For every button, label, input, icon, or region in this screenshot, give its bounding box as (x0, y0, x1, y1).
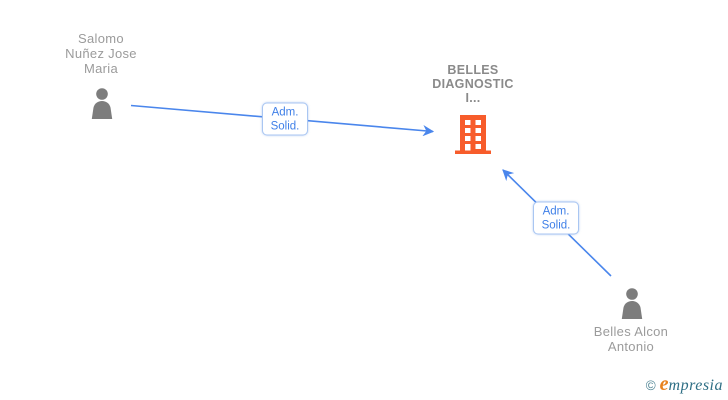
node-person-salomo[interactable]: Salomo Nuñez Jose Maria (65, 31, 173, 76)
edge-label-line: Solid. (270, 120, 300, 133)
copyright-icon: © (645, 378, 656, 393)
person-icon[interactable] (618, 288, 646, 319)
person-icon[interactable] (88, 88, 116, 119)
brand-wordmark: empresia (660, 373, 723, 396)
person2-name: Belles Alcon Antonio (593, 324, 669, 354)
edge-label-line: Adm. (271, 106, 299, 119)
empresia-logo[interactable]: © empresia (646, 373, 723, 396)
node-person-belles-alcon[interactable]: Belles Alcon Antonio (594, 324, 705, 354)
edge-label-adm-solid-2[interactable]: Adm. Solid. (533, 201, 579, 235)
building-icon[interactable] (455, 115, 491, 154)
edge-label-line: Solid. (541, 219, 571, 232)
brand-rest: mpresia (668, 377, 723, 394)
edge-label-adm-solid-1[interactable]: Adm. Solid. (262, 102, 308, 136)
edge-label-line: Adm. (542, 205, 570, 218)
person1-name: Salomo Nuñez Jose Maria (65, 31, 137, 76)
brand-initial: e (659, 373, 669, 395)
node-company-belles-diagnostic[interactable]: BELLES DIAGNOSTIC I... (432, 63, 554, 105)
company-name: BELLES DIAGNOSTIC I... (432, 63, 514, 105)
